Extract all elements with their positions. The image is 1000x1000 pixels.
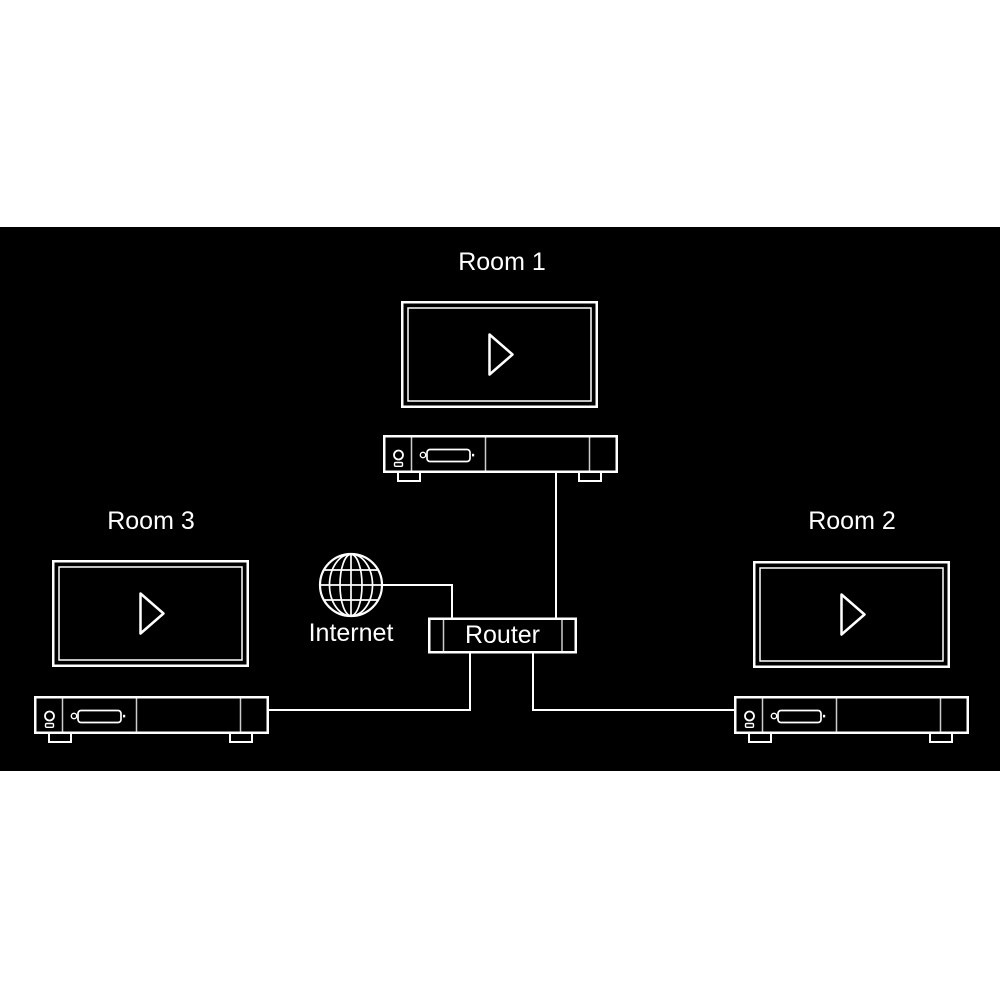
router-label: Router: [464, 621, 541, 649]
room3-label: Room 3: [107, 507, 195, 535]
router-box: [428, 617, 577, 654]
room1-tv-icon: [401, 301, 598, 408]
room2-label: Room 2: [808, 507, 896, 535]
room3-tv-icon: [52, 560, 249, 667]
room1-set-top-box-icon: [383, 435, 618, 483]
cable-router-room3: [266, 651, 471, 711]
room2-set-top-box-icon: [734, 696, 969, 744]
diagram-artwork: [34, 301, 969, 744]
room2-tv-icon: [753, 561, 950, 668]
cable-router-room2: [532, 651, 738, 711]
cable-internet-router: [381, 584, 453, 620]
diagram-canvas: Room 1 Room 2 Room 3 Internet Router: [0, 227, 1000, 771]
internet-label: Internet: [308, 619, 394, 647]
room1-label: Room 1: [458, 248, 546, 276]
room3-set-top-box-icon: [34, 696, 269, 744]
internet-globe-icon: [318, 552, 384, 618]
